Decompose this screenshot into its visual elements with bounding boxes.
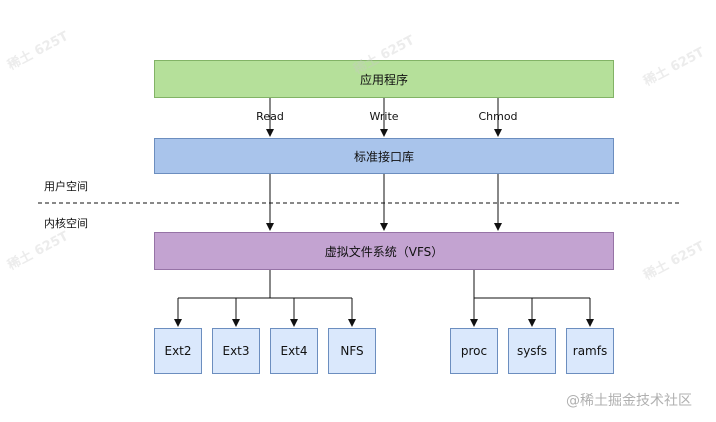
- op-label-chmod: Chmod: [478, 110, 518, 123]
- fs-label: Ext3: [222, 344, 250, 358]
- vfs-layer-box: 虚拟文件系统（VFS）: [154, 232, 614, 270]
- fs-box-proc: proc: [450, 328, 498, 374]
- lib-layer-box: 标准接口库: [154, 138, 614, 174]
- fs-box-ext2: Ext2: [154, 328, 202, 374]
- kernel-space-label: 内核空间: [44, 217, 88, 230]
- op-label-read: Read: [256, 110, 284, 123]
- fs-label: NFS: [340, 344, 364, 358]
- fs-box-ext3: Ext3: [212, 328, 260, 374]
- fs-label: proc: [460, 344, 488, 358]
- fs-box-nfs: NFS: [328, 328, 376, 374]
- fs-box-sysfs: sysfs: [508, 328, 556, 374]
- fs-label: Ext4: [280, 344, 308, 358]
- source-credit: @稀土掘金技术社区: [566, 393, 692, 409]
- op-label-write: Write: [369, 110, 399, 123]
- fs-label: Ext2: [164, 344, 192, 358]
- app-layer-box: 应用程序: [154, 60, 614, 98]
- vfs-layer-label: 虚拟文件系统（VFS）: [324, 244, 444, 259]
- fs-box-ramfs: ramfs: [566, 328, 614, 374]
- fs-label: sysfs: [516, 344, 548, 358]
- fs-label: ramfs: [572, 344, 608, 358]
- user-space-label: 用户空间: [44, 180, 88, 193]
- fs-box-ext4: Ext4: [270, 328, 318, 374]
- lib-layer-label: 标准接口库: [353, 149, 414, 164]
- app-layer-label: 应用程序: [359, 72, 408, 87]
